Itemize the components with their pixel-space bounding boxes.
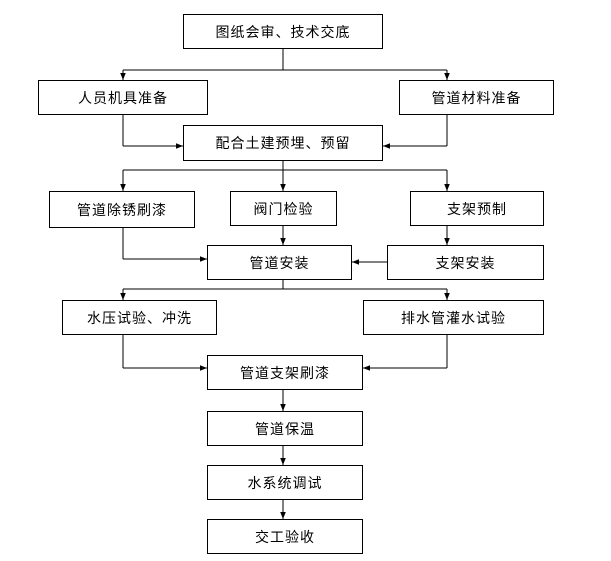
civil-embedding-box: 配合土建预埋、预留 [183, 125, 383, 161]
bracket-paint-box: 管道支架刷漆 [207, 355, 363, 390]
bracket-install-box: 支架安装 [387, 245, 544, 280]
pipe-derust-paint-box: 管道除锈刷漆 [49, 191, 195, 228]
pipe-insulation-box: 管道保温 [207, 411, 363, 446]
drain-pipe-test-box: 排水管灌水试验 [363, 300, 544, 335]
valve-inspection-box: 阀门检验 [230, 191, 337, 226]
personnel-equipment-box: 人员机具准备 [38, 80, 208, 115]
design-review-box: 图纸会审、技术交底 [183, 14, 383, 49]
bracket-prefab-box: 支架预制 [410, 191, 544, 226]
pressure-test-flush-box: 水压试验、冲洗 [62, 300, 217, 335]
pipe-material-box: 管道材料准备 [399, 80, 554, 115]
pipe-install-box: 管道安装 [207, 245, 352, 280]
system-commissioning-box: 水系统调试 [207, 465, 363, 500]
handover-box: 交工验收 [207, 519, 363, 554]
